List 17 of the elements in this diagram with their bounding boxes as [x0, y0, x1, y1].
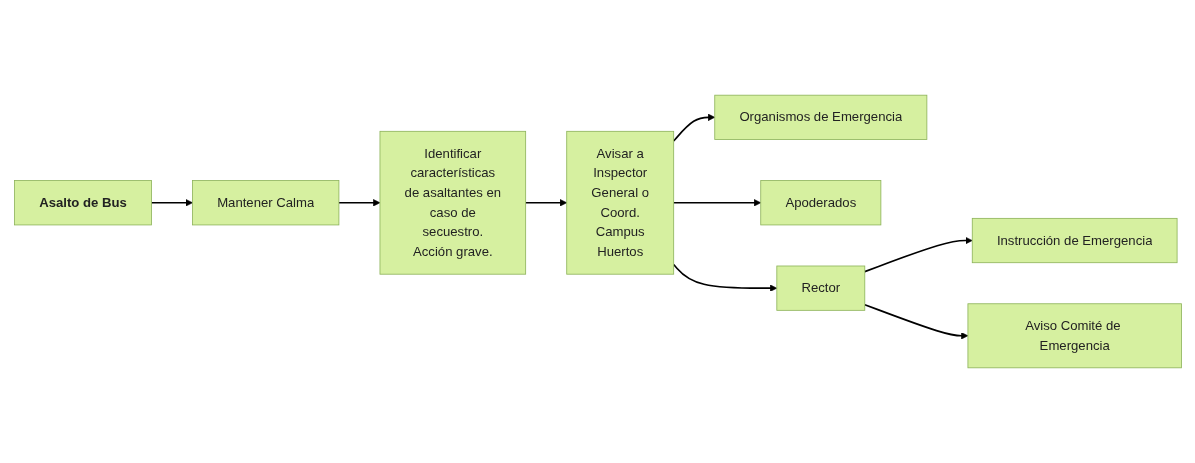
- node-box: Avisar a Inspector General o Coord. Campus Huertos: [565, 130, 674, 275]
- node-box: Apoderados: [759, 180, 881, 226]
- node-box: Mantener Calma: [191, 180, 339, 226]
- node-box: Identificar características de asaltantes en caso de secuestro. Acción grave.: [379, 130, 526, 275]
- node-box: Aviso Comité de Emergencia: [967, 303, 1182, 369]
- arrow: [337, 199, 380, 207]
- arrow: [863, 303, 968, 340]
- node-box: Instrucción de Emergencia: [971, 217, 1177, 264]
- arrow: [672, 263, 777, 292]
- node-box: Organismos de Emergencia: [713, 94, 927, 140]
- arrow: [672, 113, 715, 142]
- node-box: Rector: [775, 265, 865, 311]
- arrow: [863, 236, 973, 273]
- arrow: [524, 199, 567, 207]
- arrow: [672, 199, 761, 207]
- arrow: [150, 199, 193, 207]
- node-box: Asalto de Bus: [13, 180, 152, 226]
